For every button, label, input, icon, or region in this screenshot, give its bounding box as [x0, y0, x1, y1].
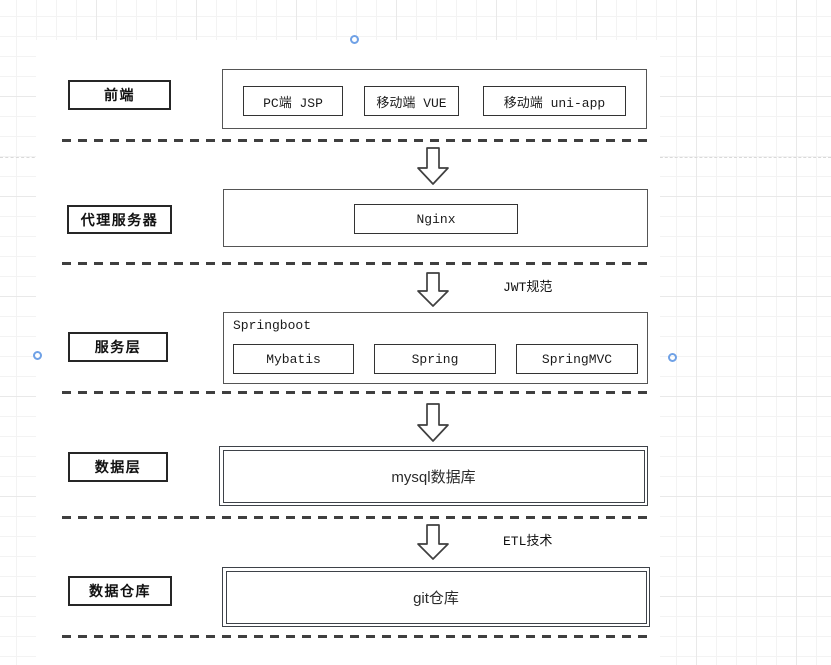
- annotation-etl[interactable]: ETL技术: [503, 530, 552, 549]
- box-label: 移动端 uni-app: [503, 95, 606, 111]
- layer-label-text: 前端: [104, 87, 135, 103]
- box-label: mysql数据库: [391, 468, 476, 486]
- springboot-title: Springboot: [233, 318, 312, 333]
- box-nginx[interactable]: Nginx: [354, 204, 518, 234]
- connection-point-circle[interactable]: [33, 351, 42, 360]
- layer-label-text: 数据仓库: [89, 583, 151, 599]
- down-arrow-icon[interactable]: [416, 272, 450, 308]
- layer-container-frontend[interactable]: PC端 JSP 移动端 VUE 移动端 uni-app: [222, 69, 647, 129]
- dashed-divider[interactable]: [62, 139, 648, 142]
- down-arrow-icon[interactable]: [416, 147, 450, 186]
- annotation-text: JWT规范: [503, 280, 553, 295]
- dashed-divider[interactable]: [62, 262, 648, 265]
- box-springmvc[interactable]: SpringMVC: [516, 344, 638, 374]
- box-pc-jsp[interactable]: PC端 JSP: [243, 86, 343, 116]
- layer-label-service[interactable]: 服务层: [68, 332, 168, 362]
- box-mybatis[interactable]: Mybatis: [233, 344, 354, 374]
- down-arrow-icon[interactable]: [416, 524, 450, 561]
- page-break-line: [645, 157, 831, 158]
- box-mysql-database[interactable]: mysql数据库: [219, 446, 648, 506]
- layer-label-frontend[interactable]: 前端: [68, 80, 171, 110]
- connection-point-circle[interactable]: [668, 353, 677, 362]
- box-label: 移动端 VUE: [376, 95, 447, 111]
- box-label: Spring: [411, 351, 459, 367]
- dashed-divider[interactable]: [62, 635, 648, 638]
- box-git-repo[interactable]: git仓库: [222, 567, 650, 627]
- box-label: Mybatis: [266, 351, 321, 367]
- layer-label-data-warehouse[interactable]: 数据仓库: [68, 576, 172, 606]
- layer-container-springboot[interactable]: Springboot Mybatis Spring SpringMVC: [223, 312, 648, 384]
- dashed-divider[interactable]: [62, 516, 648, 519]
- layer-label-text: 数据层: [94, 459, 142, 475]
- layer-label-data[interactable]: 数据层: [68, 452, 168, 482]
- box-mobile-uniapp[interactable]: 移动端 uni-app: [483, 86, 626, 116]
- layer-label-proxy-server[interactable]: 代理服务器: [67, 205, 172, 234]
- box-mobile-vue[interactable]: 移动端 VUE: [364, 86, 459, 116]
- box-label: SpringMVC: [541, 351, 613, 367]
- page-break-line: [0, 157, 40, 158]
- down-arrow-icon[interactable]: [416, 403, 450, 443]
- connection-point-circle[interactable]: [350, 35, 359, 44]
- box-label: git仓库: [413, 589, 459, 607]
- annotation-text: ETL技术: [503, 534, 553, 549]
- box-label: PC端 JSP: [263, 95, 323, 111]
- layer-label-text: 代理服务器: [80, 211, 159, 228]
- layer-container-proxy[interactable]: Nginx: [223, 189, 648, 247]
- dashed-divider[interactable]: [62, 391, 648, 394]
- box-spring[interactable]: Spring: [374, 344, 496, 374]
- box-label: Nginx: [416, 211, 456, 227]
- layer-label-text: 服务层: [94, 339, 142, 355]
- annotation-jwt[interactable]: JWT规范: [503, 276, 552, 295]
